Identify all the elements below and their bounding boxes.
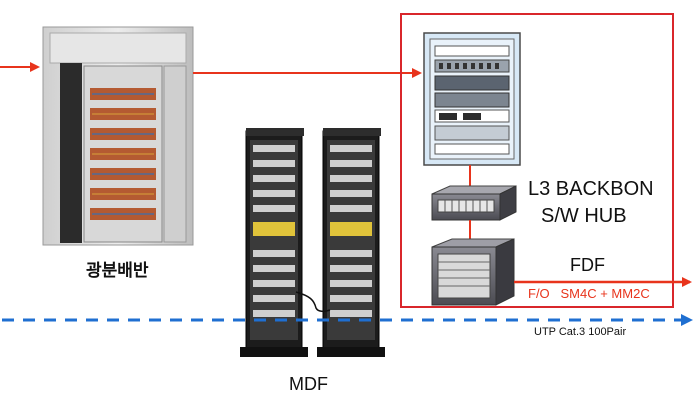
fdf-cabinet-icon (431, 238, 515, 306)
l3-switch-label-line1: L3 BACKBON (528, 178, 654, 200)
l3-switch-label-line2: S/W HUB (541, 205, 627, 227)
l3-switch-icon (431, 185, 517, 221)
backbone-highlight-box (400, 13, 674, 308)
mdf-jumper-cable (295, 291, 331, 313)
optical-panel-icon (42, 26, 194, 246)
fiber-spec-label: F/O SM4C + MM2C (528, 286, 650, 301)
mdf-label: MDF (289, 374, 328, 394)
utp-spec-label: UTP Cat.3 100Pair (534, 326, 627, 338)
mdf-rack-icon (240, 128, 308, 357)
fdf-label: FDF (570, 255, 605, 275)
optical-panel-label: 광분배반 (86, 261, 149, 280)
mdf-rack-icon (317, 128, 385, 357)
server-rack-icon (423, 32, 521, 166)
